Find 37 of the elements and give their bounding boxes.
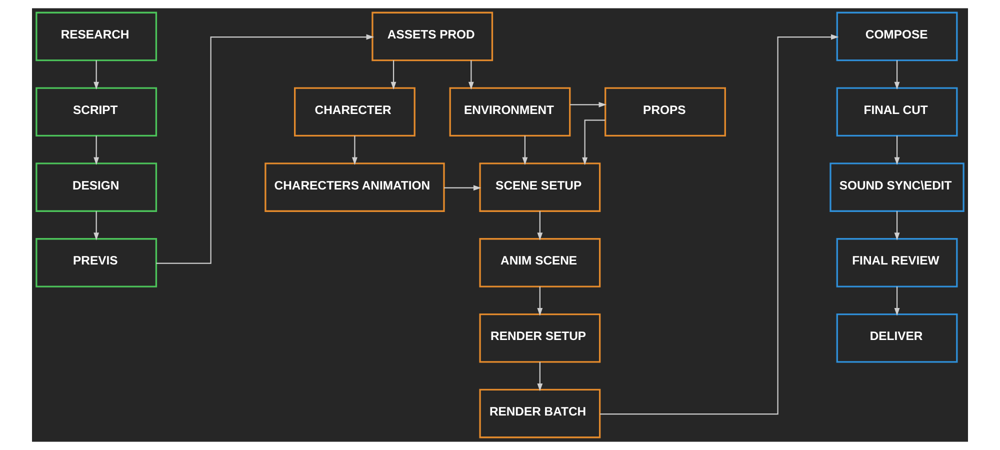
arrow [352,136,358,166]
arrow [894,211,900,240]
arrow [537,362,543,392]
node-box: PREVIS [36,238,158,288]
node-box: RENDER SETUP [479,313,601,363]
arrow [894,136,900,166]
arrow [156,34,374,264]
node-box: SCRIPT [36,87,158,137]
arrow [522,136,528,165]
arrow [894,286,900,316]
node-box: RESEARCH [36,12,158,62]
node-box: SCENE SETUP [479,162,601,212]
arrow [582,120,606,166]
arrow [94,60,100,90]
arrow [537,286,543,316]
node-box: FINAL REVIEW [836,238,958,288]
node-box: RENDER BATCH [479,388,601,438]
node-box: CHARECTERS ANIMATION [264,162,445,212]
arrow [390,60,396,90]
arrow [444,185,482,191]
arrow [94,211,100,240]
node-box: PROPS [604,87,726,137]
node-box: SOUND SYNC\EDIT [830,162,964,212]
arrow [537,211,543,240]
node-box: CHARECTER [294,87,416,137]
arrow [468,60,474,90]
arrow [94,136,100,165]
node-box: FINAL CUT [836,87,958,137]
arrow [570,102,607,108]
arrow [600,34,839,415]
node-box: COMPOSE [836,12,958,62]
node-box: ASSETS PROD [372,12,494,62]
node-box: DESIGN [36,162,158,212]
arrow [894,60,900,90]
node-box: DELIVER [836,313,958,363]
node-box: ENVIRONMENT [449,87,571,137]
node-box: ANIM SCENE [479,238,601,288]
